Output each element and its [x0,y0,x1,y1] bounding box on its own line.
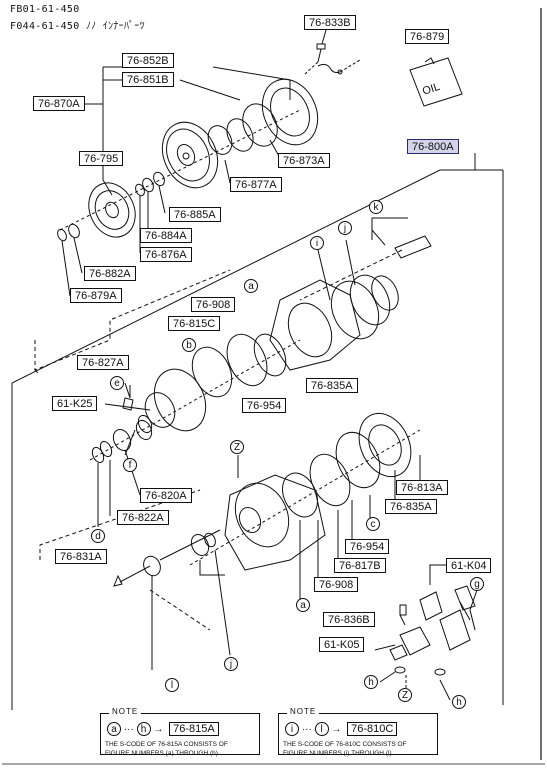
arrow-icon: → [331,724,342,735]
part-76-827a[interactable]: 76-827A [77,355,129,370]
part-76-852b[interactable]: 76-852B [122,53,174,68]
part-76-877a[interactable]: 76-877A [230,177,282,192]
part-76-879a[interactable]: 76-879A [70,288,122,303]
part-76-800a-selected[interactable]: 76-800A [407,139,459,154]
callout-a-upper: a [244,279,258,293]
note-range-row: a ··· h → 76-815A [107,722,219,736]
part-76-908-upper[interactable]: 76-908 [191,297,236,312]
note-box-810c: NOTE i ··· l → 76-810C THE S-CODE OF 76-… [278,707,438,758]
callout-i: i [310,236,324,250]
callout-l: l [165,678,179,692]
note-reference-part[interactable]: 76-815A [169,722,219,736]
part-76-835a-upper[interactable]: 76-835A [306,378,358,393]
note-description: THE S-CODE OF 76-810C CONSISTS OF FIGURE… [283,740,407,758]
part-76-815c[interactable]: 76-815C [168,316,221,331]
part-76-870a[interactable]: 76-870A [33,96,85,111]
part-61-k25[interactable]: 61-K25 [52,396,98,411]
callout-b: b [182,338,196,352]
part-76-851b[interactable]: 76-851B [122,72,174,87]
note-to-callout: l [314,722,329,736]
callout-d: d [91,529,105,543]
callout-h-right: h [452,695,466,709]
callout-g: g [470,577,484,591]
part-76-836b[interactable]: 76-836B [323,612,375,627]
part-76-833b[interactable]: 76-833B [304,15,356,30]
callout-e: e [110,376,124,390]
note-text-line-2: FIGURE NUMBERS (a) THROUGH (h). [105,750,220,757]
header-part-number-2: F044-61-450 ﾉﾉ ｲﾝﾅｰﾊﾟｰﾂ [10,21,145,32]
note-text-line-1: THE S-CODE OF 76-815A CONSISTS OF [105,741,228,748]
callout-j-lower: j [224,657,238,671]
callout-a-lower: a [296,598,310,612]
part-76-831a[interactable]: 76-831A [55,549,107,564]
callout-j-upper: j [338,221,352,235]
note-title: NOTE [287,707,320,716]
part-76-885a[interactable]: 76-885A [169,207,221,222]
note-description: THE S-CODE OF 76-815A CONSISTS OF FIGURE… [105,740,228,758]
callout-f: f [123,458,137,472]
part-76-835a-right[interactable]: 76-835A [385,499,437,514]
part-76-820a[interactable]: 76-820A [140,488,192,503]
part-76-795[interactable]: 76-795 [79,151,124,166]
part-76-813a[interactable]: 76-813A [396,480,448,495]
note-dots: ··· [123,724,134,735]
part-76-879[interactable]: 76-879 [405,29,450,44]
part-76-954-lower[interactable]: 76-954 [345,539,390,554]
part-76-817b[interactable]: 76-817B [334,558,386,573]
part-61-k05[interactable]: 61-K05 [319,637,365,652]
oil-bottle-label: OIL [421,81,442,98]
callout-c: c [366,517,380,531]
callout-h-left: h [364,675,378,689]
part-76-908-lower[interactable]: 76-908 [314,577,359,592]
note-range-row: i ··· l → 76-810C [285,722,398,736]
part-76-884a[interactable]: 76-884A [140,228,192,243]
part-76-876a[interactable]: 76-876A [140,247,192,262]
note-reference-part[interactable]: 76-810C [347,722,398,736]
note-title: NOTE [109,707,142,716]
part-76-873a[interactable]: 76-873A [278,153,330,168]
note-text-line-1: THE S-CODE OF 76-810C CONSISTS OF [283,741,407,748]
note-from-callout: a [107,722,121,736]
callout-z-lower: Z [398,688,412,702]
callout-k: k [369,200,383,214]
note-box-815a: NOTE a ··· h → 76-815A THE S-CODE OF 76-… [100,707,260,758]
part-76-822a[interactable]: 76-822A [117,510,169,525]
note-from-callout: i [285,722,299,736]
callout-z-middle: Z [230,440,244,454]
note-dots: ··· [301,724,312,735]
note-text-line-2: FIGURE NUMBERS (i) THROUGH (l). [283,750,394,757]
note-to-callout: h [136,722,151,736]
arrow-icon: → [153,724,164,735]
header-part-number-1: FB01-61-450 [10,4,80,15]
part-76-882a[interactable]: 76-882A [84,266,136,281]
part-61-k04[interactable]: 61-K04 [446,558,492,573]
part-76-954-upper[interactable]: 76-954 [242,398,287,413]
